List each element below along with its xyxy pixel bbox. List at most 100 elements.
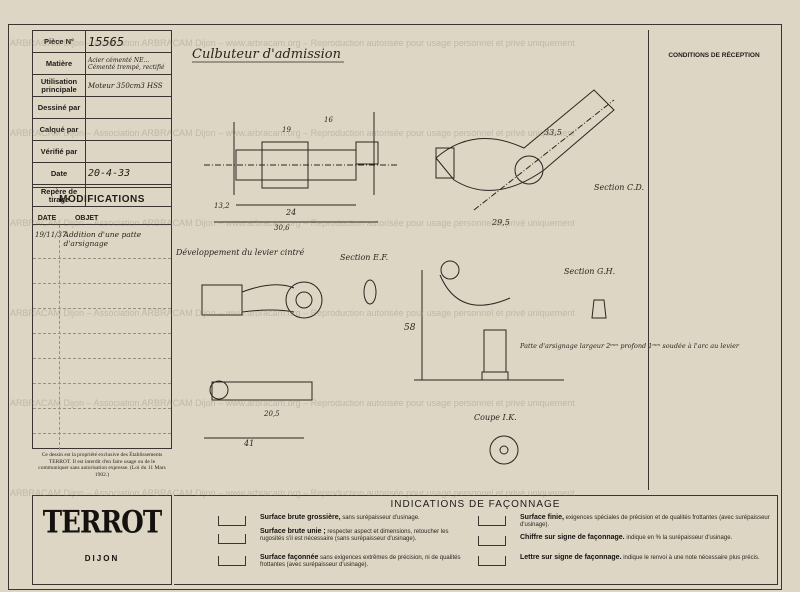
section-ef-label: Section E.F.: [340, 253, 388, 262]
col-date-header: DATE: [37, 215, 57, 222]
rocker-end-outline: [355, 141, 379, 165]
indication-text: respecter aspect et dimensions, retouche…: [260, 529, 449, 542]
modification-objet: Addition d'une patte d'arsignage: [63, 230, 142, 248]
dim-41: 41: [243, 439, 254, 448]
date-value: 20-4-33: [85, 162, 172, 185]
arm-view: [435, 89, 615, 211]
dev-eye-inner: [295, 291, 313, 309]
usage-value: Moteur 350cm3 HSS: [85, 74, 172, 97]
dev-eye-outer: [285, 281, 323, 319]
watermark-text: ARBRACAM Dijon – Association ARBRACAM Di…: [10, 38, 575, 48]
indication-bold: Surface finie,: [520, 514, 564, 521]
title-block-row: Repère de tirage: [32, 184, 172, 207]
section-ef-shape: [363, 279, 377, 305]
terrot-logo: TERROT: [42, 505, 162, 541]
arm-outline: [435, 89, 615, 191]
dev-bottom-boss: [209, 380, 229, 400]
field-label: Date: [32, 162, 86, 185]
watermark-text: ARBRACAM Dijon – Association ARBRACAM Di…: [10, 488, 575, 498]
indication-bold: Surface brute unie ;: [260, 528, 326, 535]
indication-item: Surface brute unie ; respecter aspect et…: [260, 528, 470, 543]
field-label: Vérifié par: [32, 140, 86, 163]
dev-boss: [201, 284, 243, 316]
divider: [33, 383, 171, 384]
development-view: [201, 281, 323, 439]
finish-symbol-icon: [218, 516, 246, 526]
drawn-by-value: [85, 96, 172, 119]
coupe-ik-circle: [489, 435, 519, 465]
indication-text: indique en % la surépaisseur d'usinage.: [626, 535, 733, 541]
divider: [33, 283, 171, 284]
field-label: Utilisation principale: [32, 74, 86, 97]
modifications-title: MODIFICATIONS: [59, 194, 145, 205]
indication-item: Surface brute grossière, sans surépaisse…: [260, 514, 460, 522]
finish-symbol-icon: [218, 534, 246, 544]
watermark-text: ARBRACAM Dijon – Association ARBRACAM Di…: [10, 308, 575, 318]
indication-item: Surface façonnée sans exigences extrêmes…: [260, 554, 470, 569]
modification-entry: 19/11/37 Addition d'une patte d'arsignag…: [35, 230, 164, 248]
finish-symbol-icon: [478, 556, 506, 566]
finish-symbol-icon: [478, 536, 506, 546]
watermark-text: ARBRACAM Dijon – Association ARBRACAM Di…: [10, 398, 575, 408]
modifications-column-divider: [59, 225, 60, 450]
side-barrel: [483, 329, 507, 373]
side-view: [414, 260, 564, 381]
field-label: Dessiné par: [32, 96, 86, 119]
title-block-row: Vérifié par: [32, 140, 172, 163]
side-eye: [440, 260, 460, 280]
arm-boss: [435, 147, 455, 179]
dim-33-5: 33,5: [544, 128, 562, 137]
side-base: [481, 371, 509, 381]
drawing-title: Culbuteur d'admission: [192, 47, 341, 62]
divider: [33, 408, 171, 409]
dev-arm-top: [241, 284, 295, 293]
elevation-view: [204, 112, 399, 223]
side-arm: [439, 274, 511, 306]
development-label: Développement du levier cintré: [175, 248, 305, 257]
divider: [33, 358, 171, 359]
sheet-border: [8, 24, 782, 590]
modifications-panel: MODIFICATIONS DATE OBJET 19/11/37 Additi…: [32, 187, 172, 450]
indication-bold: Lettre sur signe de façonnage.: [520, 554, 622, 561]
material-value: Acier cémenté NE... Cémenté trempé, rect…: [85, 52, 172, 75]
logo-city: DIJON: [84, 554, 120, 563]
indication-text: exigences spéciales de précision et de q…: [520, 515, 770, 528]
dim-30-6: 30,6: [274, 224, 290, 232]
watermark-text: ARBRACAM Dijon – Association ARBRACAM Di…: [10, 128, 575, 138]
coupe-ik-hole: [499, 445, 509, 455]
patte-note: Patte d'arsignage largeur 2ᵐᵐ profond 1ᵐ…: [519, 342, 740, 350]
dim-13-2: 13,2: [214, 202, 230, 210]
divider: [33, 433, 171, 434]
logo-box: TERROT DIJON: [32, 495, 172, 585]
dim-58: 58: [404, 323, 416, 333]
conditions-title: CONDITIONS DE RÉCEPTION: [668, 52, 760, 59]
indication-text: sans exigences extrêmes de précision, ni…: [260, 555, 461, 568]
indication-bold: Chiffre sur signe de façonnage.: [520, 534, 625, 541]
indication-bold: Surface façonnée: [260, 554, 319, 561]
modifications-headers: DATE OBJET: [35, 215, 99, 222]
divider: [33, 224, 171, 225]
divider: [33, 333, 171, 334]
indication-item: Surface finie, exigences spéciales de pr…: [520, 514, 770, 529]
indications-panel: INDICATIONS DE FAÇONNAGE Surface brute g…: [174, 495, 778, 585]
indication-bold: Surface brute grossière,: [260, 514, 341, 521]
title-block-row: Dessiné par: [32, 96, 172, 119]
finish-symbol-icon: [478, 516, 506, 526]
coupe-ik-label: Coupe I.K.: [474, 413, 517, 422]
watermark-text: ARBRACAM Dijon – Association ARBRACAM Di…: [10, 218, 575, 228]
indication-text: sans surépaisseur d'usinage.: [342, 515, 420, 521]
ownership-notice: Ce dessin est la propriété exclusive des…: [38, 452, 166, 478]
checked-by-value: [85, 140, 172, 163]
dim-24: 24: [285, 208, 296, 217]
indication-item: Chiffre sur signe de façonnage. indique …: [520, 534, 770, 542]
dim-29-5: 29,5: [491, 218, 510, 227]
divider: [33, 308, 171, 309]
col-objet-header: OBJET: [74, 215, 99, 222]
section-cd-label: Section C.D.: [594, 183, 644, 192]
dim-16: 16: [324, 116, 333, 124]
